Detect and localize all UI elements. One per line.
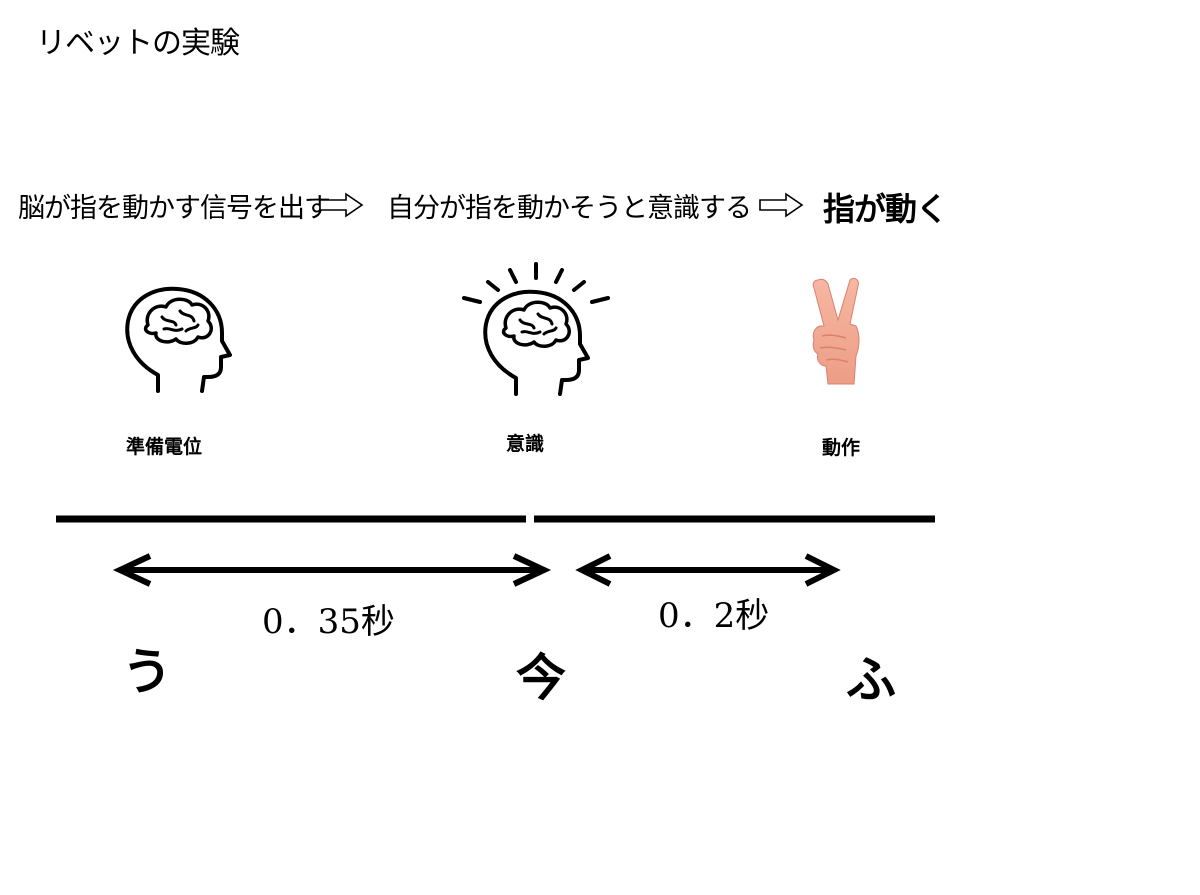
flow-step-finger-moves: 指が動く: [823, 190, 948, 228]
duration-arrow-second: [575, 553, 841, 587]
label-action: 動作: [822, 437, 861, 459]
duration-arrow-first: [112, 553, 552, 587]
outline-right-arrow-icon: [759, 192, 804, 218]
duration-second: 0．2秒: [658, 596, 770, 636]
brain-head-icon: [125, 286, 232, 393]
duration-first: 0．35秒: [262, 602, 395, 642]
marker-left: う: [122, 642, 172, 701]
thinking-head-icon: [462, 262, 610, 396]
label-consciousness: 意識: [506, 433, 545, 455]
peace-hand-icon: [812, 277, 860, 385]
marker-middle: 今: [516, 648, 566, 707]
flow-step-conscious-intent: 自分が指を動かそうと意識する: [387, 193, 752, 224]
label-readiness-potential: 準備電位: [126, 436, 203, 458]
page-title: リベットの実験: [36, 26, 240, 61]
flow-step-brain-signal: 脳が指を動かす信号を出す: [18, 193, 331, 224]
marker-right: ふ: [846, 650, 896, 709]
outline-right-arrow-icon: [319, 192, 364, 218]
